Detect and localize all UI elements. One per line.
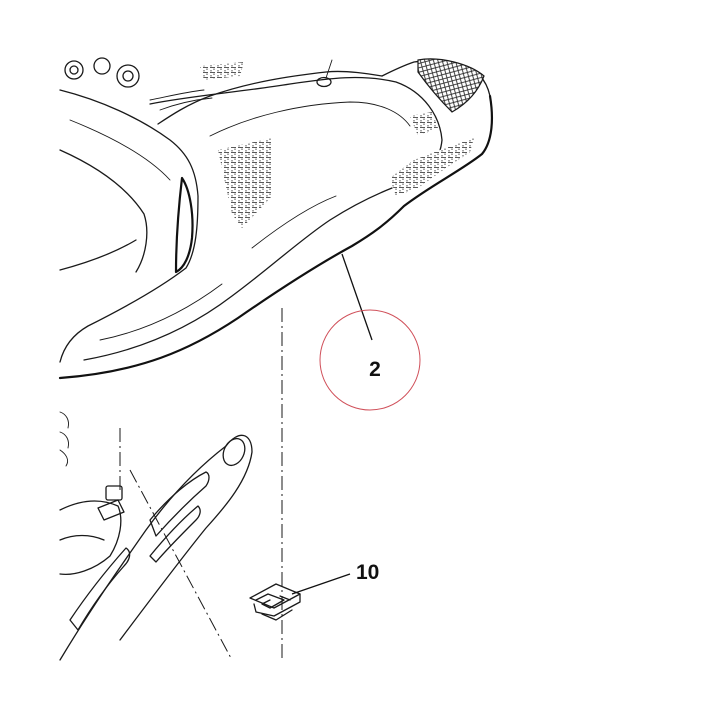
frame-upper-left [59,57,213,363]
callout-part-2[interactable]: 2 [319,253,421,411]
rear-frame-bracket [59,411,253,661]
callout-2-highlight-circle [319,309,421,411]
callout-10-label: 10 [356,561,379,584]
seat-cowl-part [58,58,493,380]
clip-nut-part [249,583,301,621]
callout-10-leader [291,573,351,595]
callout-2-label: 2 [369,358,381,381]
callout-2-leader [341,253,373,341]
callout-part-10[interactable]: 10 [291,561,379,595]
